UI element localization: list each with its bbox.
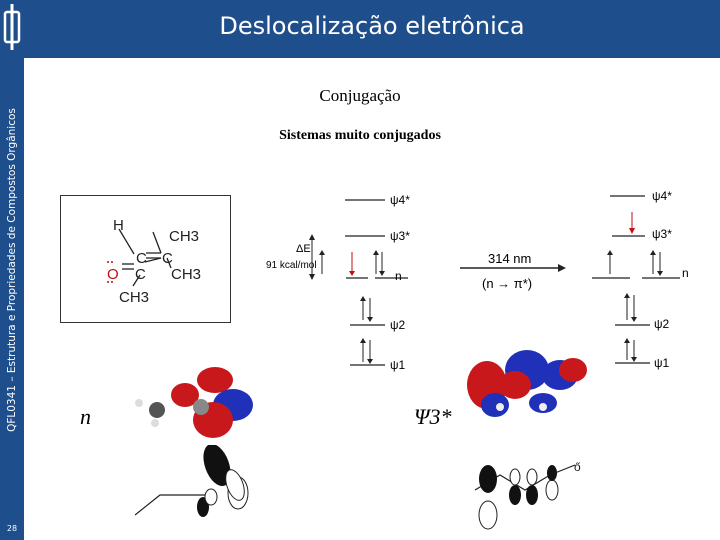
atom-c3: C: [135, 266, 146, 283]
atom-c2: C: [162, 250, 173, 267]
lobe-sketch-left: [135, 445, 249, 517]
atom-h: H: [113, 217, 124, 234]
orbital-label-n: n: [80, 404, 91, 429]
level-psi2-right: ψ2: [654, 317, 670, 331]
level-n-left: n: [395, 269, 402, 283]
delta-e-label: ΔE: [296, 243, 311, 255]
sidebar: [0, 0, 24, 540]
level-n-right: n: [682, 266, 689, 280]
energy-level-diagram: ψ4* ψ3* n ψ2 ψ1 ΔE 91 kcal/mol 314 nm (n…: [266, 189, 689, 372]
level-psi3-left: ψ3*: [390, 229, 410, 243]
page-number: 28: [6, 524, 18, 533]
lobe-sketch-right: ő: [474, 460, 581, 530]
slide-title: Deslocalização eletrônica: [219, 12, 525, 40]
wavelength-label: 314 nm: [488, 251, 531, 266]
delta-e-value: 91 kcal/mol: [266, 260, 317, 271]
level-psi4-left: ψ4*: [390, 193, 410, 207]
orbital-render-n: [135, 367, 253, 438]
course-label: QFL0341 – Estrutura e Propriedades de Co…: [6, 108, 18, 432]
svg-text:ő: ő: [574, 460, 581, 474]
orbital-render-psi3: [467, 350, 587, 417]
level-psi2-left: ψ2: [390, 318, 406, 332]
molecule-structure: H CH3 C C C O CH3 CH3: [60, 195, 231, 323]
level-psi4-right: ψ4*: [652, 189, 672, 203]
section-subheading: Sistemas muito conjugados: [279, 128, 441, 143]
level-psi1-right: ψ1: [654, 356, 670, 370]
section-heading: Conjugação: [319, 86, 401, 105]
university-logo-icon: [3, 4, 21, 50]
group-ch3-bottom: CH3: [119, 289, 149, 306]
level-psi1-left: ψ1: [390, 358, 406, 372]
header-bar: [24, 0, 720, 58]
atom-c1: C: [136, 250, 147, 267]
atom-o: O: [107, 266, 119, 283]
transition-label: (n → π*): [482, 276, 532, 291]
group-ch3-right: CH3: [171, 266, 201, 283]
orbital-label-psi3: Ψ3*: [414, 404, 452, 429]
group-ch3-top: CH3: [169, 228, 199, 245]
level-psi3-right: ψ3*: [652, 227, 672, 241]
